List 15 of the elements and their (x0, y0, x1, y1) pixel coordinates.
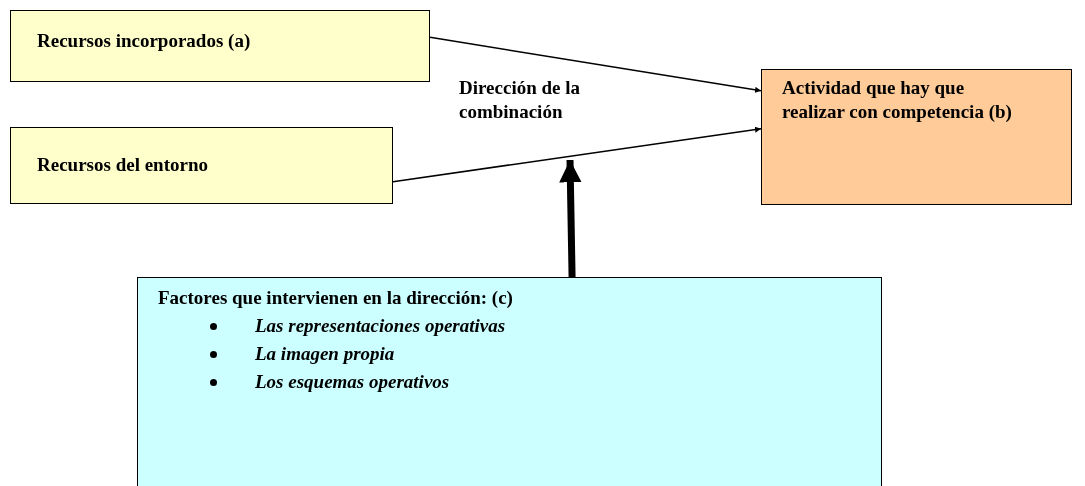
box-text: Actividad que hay que realizar con competencia (b) (782, 76, 1013, 124)
arrow (392, 126, 762, 183)
annotation-text: Dirección de la combinación (459, 76, 581, 124)
box-text: Factores que intervienen en la dirección: (c) (158, 286, 514, 310)
box-text: Recursos incorporados (a) (37, 29, 252, 53)
thick-arrow (559, 159, 582, 278)
text-box (10, 127, 393, 204)
arrow (429, 36, 762, 93)
list-item: La imagen propia (255, 342, 395, 366)
box-text: Recursos del entorno (37, 153, 209, 177)
list-item: Los esquemas operativos (255, 370, 450, 394)
list-item: Las representaciones operativas (255, 314, 506, 338)
text-box (137, 277, 882, 486)
text-box (761, 69, 1072, 205)
text-box (10, 10, 430, 82)
